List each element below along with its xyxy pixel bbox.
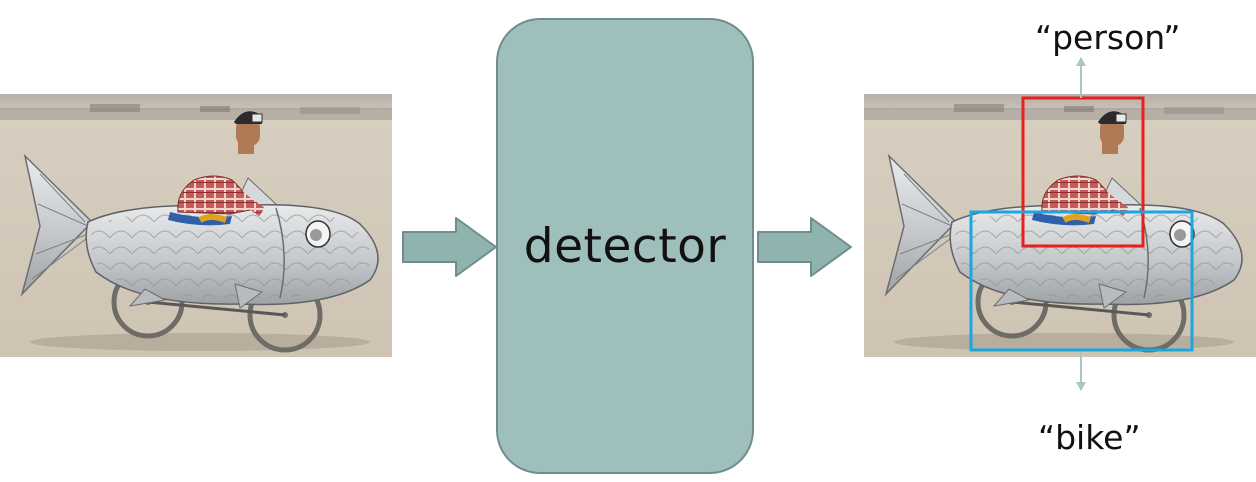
detector-label: detector bbox=[523, 218, 727, 274]
detector-box: detector bbox=[496, 18, 754, 474]
input-arrow bbox=[402, 217, 497, 277]
person-label-arrow bbox=[1076, 57, 1086, 98]
output-photo bbox=[864, 94, 1256, 357]
person-bounding-box bbox=[1021, 96, 1145, 248]
person-class-label: “person” bbox=[1035, 18, 1181, 57]
bike-class-label: “bike” bbox=[1038, 418, 1141, 457]
bike-label-arrow bbox=[1076, 352, 1086, 391]
output-arrow bbox=[757, 217, 852, 277]
input-photo bbox=[0, 94, 392, 357]
bike-bounding-box bbox=[969, 210, 1194, 352]
